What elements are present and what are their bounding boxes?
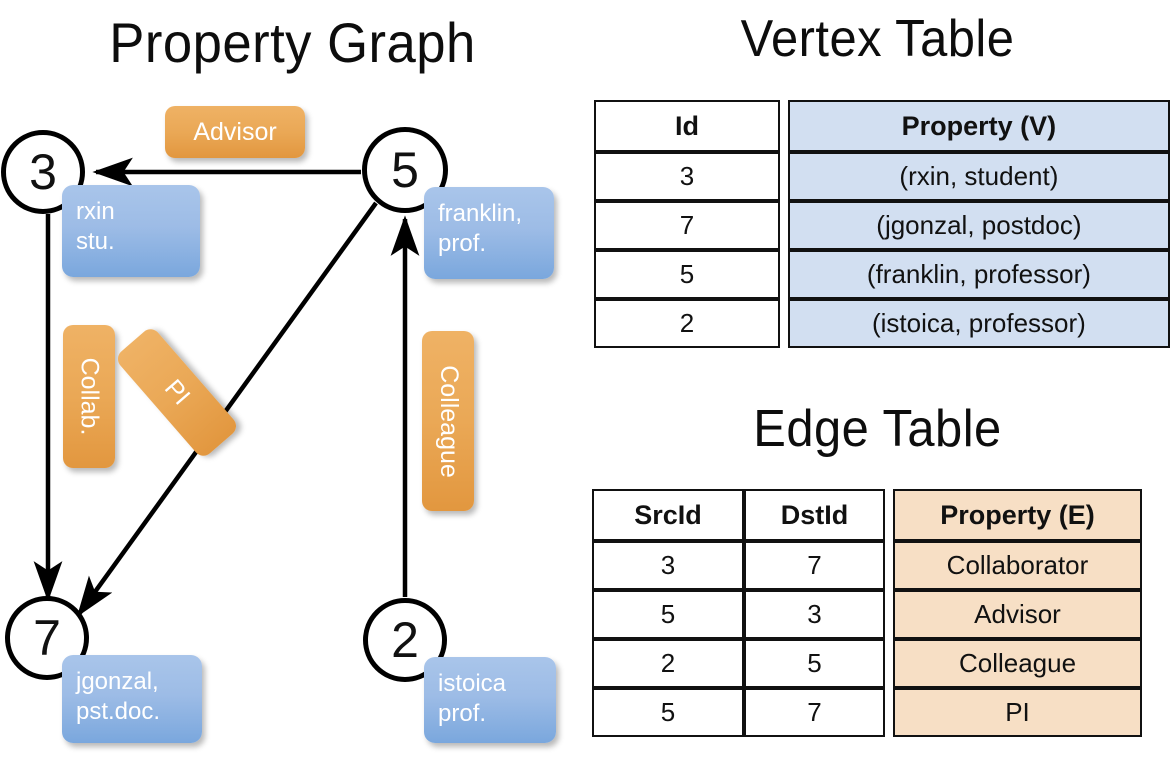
vertex-property-line-1: franklin, [438,200,523,227]
table-row[interactable]: 5 (franklin, professor) [594,250,1170,299]
vertex-property-line-1: jgonzal, [76,668,159,695]
cell-property: (franklin, professor) [787,250,1170,299]
vertex-property-line-2: prof. [438,700,487,727]
cell-property: (jgonzal, postdoc) [787,201,1170,250]
cell-dstid: 7 [744,688,885,737]
table-row[interactable]: 2 (istoica, professor) [594,299,1170,348]
edge-label-box-colleague: Colleague [422,331,474,511]
column-gap [780,100,788,152]
page-title-vertex-table: Vertex Table [740,10,1015,68]
cell-property: (rxin, student) [787,152,1170,201]
vertex-property-line-2: prof. [438,230,487,257]
vertex-property-box-2: istoica prof. [424,657,556,743]
table-header-row: SrcId DstId Property (E) [592,489,1142,541]
page-title-edge-table: Edge Table [753,400,1002,458]
edge-label-text: PI [159,374,196,411]
table-row[interactable]: 2 5 Colleague [592,639,1142,688]
cell-dstid: 5 [744,639,885,688]
column-gap [885,489,893,541]
edge-label-text: Collab. [75,357,104,436]
graph-node-5[interactable]: 5 [362,127,448,213]
cell-property: Collaborator [893,541,1142,590]
edge-label-text: Advisor [193,117,277,146]
table-row[interactable]: 5 7 PI [592,688,1142,737]
cell-property: (istoica, professor) [787,299,1170,348]
column-header-property: Property (V) [787,100,1170,152]
cell-srcid: 5 [592,590,744,639]
cell-srcid: 2 [592,639,744,688]
column-gap [780,152,788,201]
cell-property: Colleague [893,639,1142,688]
edge-label-text: Colleague [434,364,463,478]
vertex-property-box-7: jgonzal, pst.doc. [62,655,202,743]
page-title-property-graph: Property Graph [109,11,476,74]
table-header-row: Id Property (V) [594,100,1170,152]
column-gap [885,590,893,639]
vertex-property-box-3: rxin stu. [62,185,200,277]
cell-property: Advisor [893,590,1142,639]
cell-dstid: 3 [744,590,885,639]
vertex-property-line-1: istoica [438,670,507,697]
edge-5-to-7-pi [76,201,378,617]
column-header-id: Id [594,100,780,152]
cell-property: PI [893,688,1142,737]
property-graph-diagram: 3 5 7 2 rxin stu. franklin, prof. jgonza… [1,106,556,743]
edge-table: SrcId DstId Property (E) 3 7 Collaborato… [592,489,1142,737]
cell-id: 7 [594,201,780,250]
table-row[interactable]: 3 7 Collaborator [592,541,1142,590]
graph-edges-layer [33,157,420,617]
column-gap [780,299,788,348]
cell-srcid: 3 [592,541,744,590]
table-row[interactable]: 3 (rxin, student) [594,152,1170,201]
graph-node-2[interactable]: 2 [363,598,447,682]
vertex-property-line-2: pst.doc. [76,698,161,725]
column-header-dstid: DstId [744,489,885,541]
column-header-srcid: SrcId [592,489,744,541]
table-row[interactable]: 7 (jgonzal, postdoc) [594,201,1170,250]
cell-id: 2 [594,299,780,348]
vertex-property-box-5: franklin, prof. [424,187,554,279]
column-gap [885,688,893,737]
edge-label-box-advisor: Advisor [165,106,305,158]
cell-srcid: 5 [592,688,744,737]
column-header-property: Property (E) [893,489,1142,541]
table-row[interactable]: 5 3 Advisor [592,590,1142,639]
cell-id: 3 [594,152,780,201]
edge-label-box-collab: Collab. [63,325,115,468]
vertex-property-line-2: stu. [76,228,115,255]
vertex-property-line-1: rxin [76,198,115,225]
column-gap [780,250,788,299]
column-gap [885,541,893,590]
cell-dstid: 7 [744,541,885,590]
vertex-table: Id Property (V) 3 (rxin, student) 7 (jgo… [594,100,1170,348]
column-gap [780,201,788,250]
cell-id: 5 [594,250,780,299]
column-gap [885,639,893,688]
